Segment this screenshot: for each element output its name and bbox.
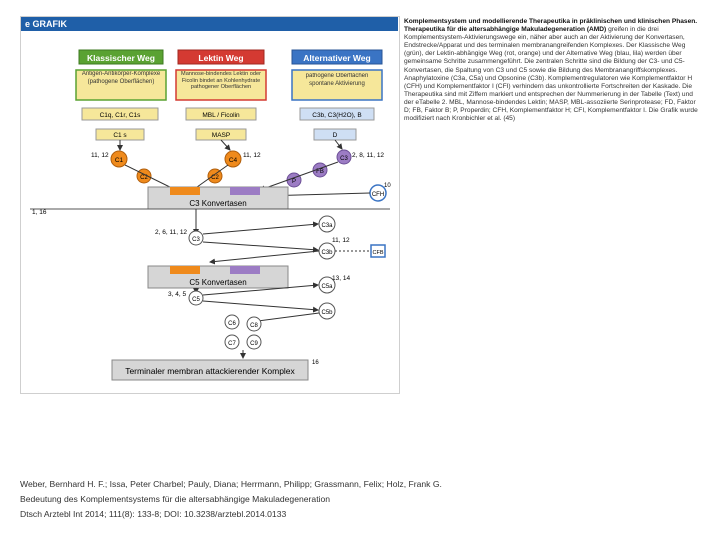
c2-left-label: C2	[140, 175, 148, 181]
c3-convertase-alternative-part	[230, 187, 260, 195]
c2-mid-node	[207, 168, 223, 184]
cfb-node	[370, 244, 386, 258]
c3-right-node	[336, 149, 352, 165]
alternative-trigger-box	[291, 69, 383, 101]
alternative-pathway-header	[291, 49, 383, 65]
c6-node	[224, 314, 240, 330]
citation-block: Weber, Bernhard H. F.; Issa, Peter Charb…	[20, 477, 442, 522]
classical-component-box	[81, 107, 159, 121]
properdin-label: P	[292, 179, 296, 185]
lectin-component-box	[185, 107, 257, 121]
alternative-component-box	[299, 107, 375, 121]
c4-label: C4	[229, 157, 238, 164]
figure-description: Komplementsystem und modellierende Thera…	[404, 18, 704, 123]
cfh-label: CFH	[372, 192, 384, 198]
classical-trigger-box	[75, 69, 167, 101]
citation-title: Bedeutung des Komplementsystems für die …	[20, 494, 331, 504]
c3b-label: C3b	[321, 250, 333, 256]
classical-pathway-header	[78, 49, 164, 65]
classical-component: C1q, C1r, C1s	[100, 112, 142, 119]
alternative-pathway-title: Alternativer Weg	[303, 53, 370, 63]
c2-mid-label: C2	[211, 175, 219, 181]
c3-convertase-label: C3 Konvertasen	[189, 199, 246, 208]
c5b-node	[318, 302, 336, 320]
citation-authors: Weber, Bernhard H. F.; Issa, Peter Charb…	[20, 479, 442, 489]
c6-label: C6	[228, 321, 236, 327]
lectin-trigger: Mannose-bindendes Lektin oder Ficolin bi…	[181, 71, 261, 91]
c5-label: C5	[192, 297, 200, 303]
c3-right-label: C3	[340, 156, 348, 162]
c5a-label: C5a	[321, 284, 333, 290]
c9-node	[246, 334, 262, 350]
c1-node	[110, 150, 128, 168]
lectin-trigger-box	[175, 69, 267, 101]
lectin-pathway-title: Lektin Weg	[198, 53, 243, 63]
c4-node	[224, 150, 242, 168]
fb-node	[312, 162, 328, 178]
citation-source: Dtsch Arztebl Int 2014; 111(8): 133-8; D…	[20, 509, 287, 519]
description-abbreviations: MBL, Mannose-bindendes Lektin; MASP, MBL…	[404, 98, 698, 123]
classical-enzyme: C1 s	[113, 132, 127, 139]
ref-c3: 2, 6, 11, 12	[155, 229, 187, 236]
c5a-node	[318, 276, 336, 294]
c5-convertase-classical-part	[170, 266, 200, 274]
alternative-component: C3b, C3(H2O), B	[312, 112, 362, 119]
ref-c1: 11, 12	[91, 152, 109, 159]
c7-label: C7	[228, 341, 236, 347]
classical-pathway-title: Klassischer Weg	[87, 53, 155, 63]
ref-c5: 3, 4, 5	[168, 291, 186, 298]
c3-node	[188, 230, 204, 246]
figure-header: e GRAFIK	[21, 17, 398, 31]
lectin-component: MBL / Ficolin	[202, 112, 240, 119]
lectin-enzyme: MASP	[212, 132, 230, 139]
description-heading: Komplementsystem und modellierende Thera…	[404, 18, 698, 34]
alternative-trigger: pathogene Oberflächen spontane Aktivieru…	[305, 73, 369, 87]
mac-label: Terminaler membran attackierender Komple…	[125, 366, 295, 376]
c7-node	[224, 334, 240, 350]
description-body: greifen in die drei Komplementsystem-Akt…	[404, 26, 693, 106]
c1-label: C1	[115, 157, 124, 164]
c3a-node	[318, 215, 336, 233]
ref-c3b: 11, 12	[332, 237, 350, 244]
ref-mac: 16	[312, 360, 319, 366]
c3a-label: C3a	[321, 223, 333, 229]
c3-convertase-classical-part	[170, 187, 200, 195]
c5b-label: C5b	[321, 310, 333, 316]
fb-label: FB	[316, 169, 324, 175]
classical-trigger: Antigen-Antikörper-Komplexe (pathogene O…	[81, 71, 161, 85]
c3-label: C3	[192, 237, 200, 243]
ref-cfh: 10	[384, 183, 391, 189]
ref-c5a: 13, 14	[332, 275, 350, 282]
ref-loop: 1, 16	[32, 209, 47, 216]
c5-convertase-alternative-part	[230, 266, 260, 274]
mac-box	[111, 359, 309, 381]
c5-convertase-label: C5 Konvertasen	[189, 278, 246, 287]
alternative-enzyme: D	[333, 132, 338, 139]
c5-node	[188, 290, 204, 306]
lectin-pathway-header	[177, 49, 265, 65]
cfb-label: CFB	[373, 250, 384, 256]
c8-label: C8	[250, 323, 258, 329]
c8-node	[246, 316, 262, 332]
c9-label: C9	[250, 341, 258, 347]
ref-c3-right: 2, 8, 11, 12	[352, 152, 384, 159]
ref-c4: 11, 12	[243, 152, 261, 159]
